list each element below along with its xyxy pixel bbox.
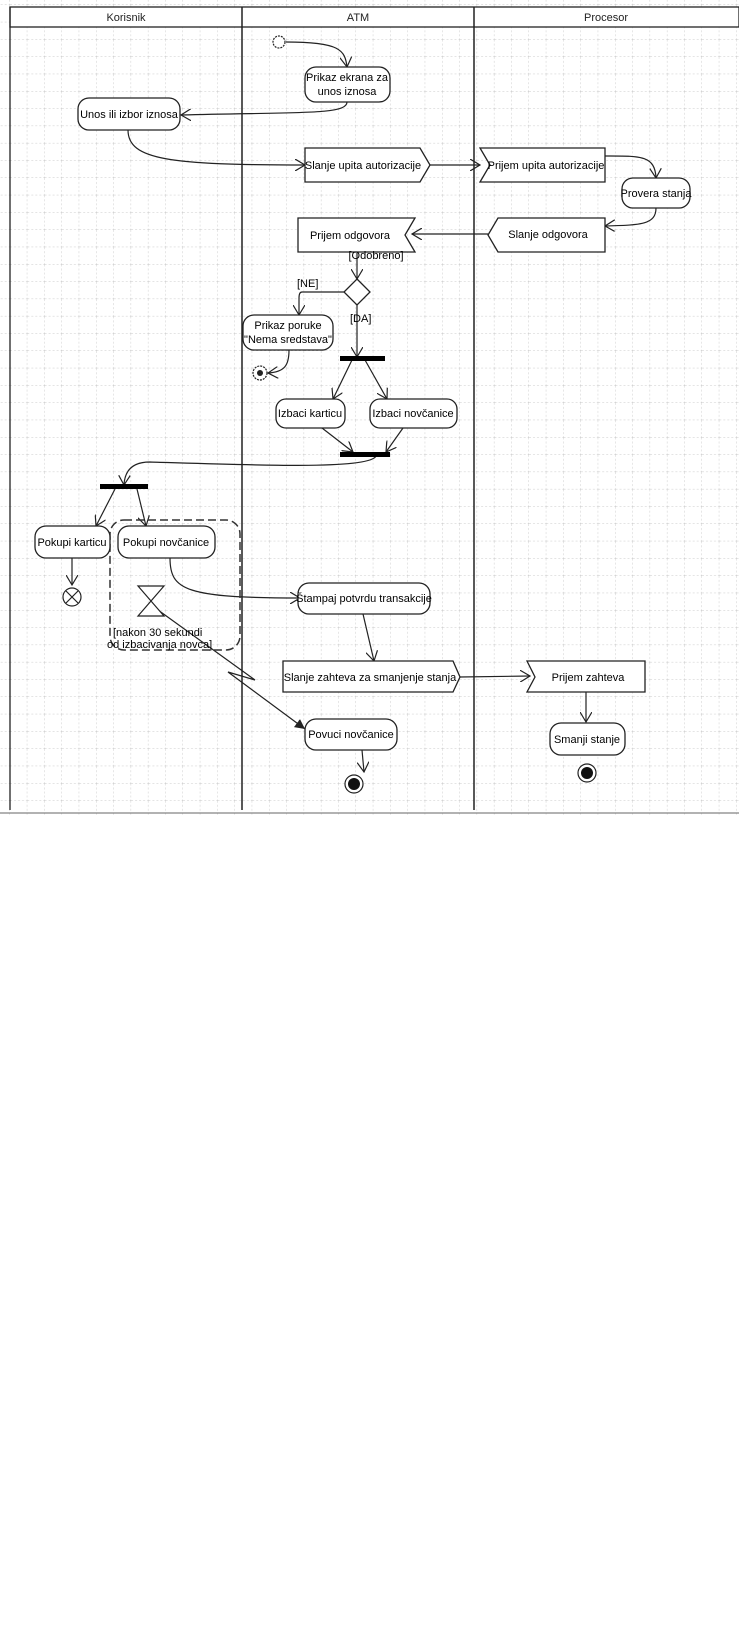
action-pokupi-karticu[interactable]: Pokupi karticu bbox=[34, 525, 111, 559]
action-label: Provera stanja bbox=[621, 188, 693, 200]
action-prikaz-ekrana[interactable]: Prikaz ekrana za unos iznosa bbox=[304, 66, 391, 103]
lane-atm-header: ATM bbox=[347, 12, 369, 24]
action-label: "Nema sredstava" bbox=[244, 334, 332, 346]
send-signal-slanje-odgovora[interactable]: Slanje odgovora bbox=[487, 217, 606, 253]
swimlanes: Korisnik ATM Procesor bbox=[9, 6, 739, 810]
action-label: Slanje odgovora bbox=[508, 229, 588, 241]
join-bar-atm[interactable] bbox=[340, 452, 390, 457]
receive-signal-prijem-odgovora[interactable]: Prijem odgovora bbox=[297, 217, 417, 253]
action-label: Pokupi karticu bbox=[37, 537, 106, 549]
action-label: unos iznosa bbox=[318, 86, 378, 98]
fork-bar-korisnik[interactable] bbox=[100, 484, 148, 489]
action-label: Unos ili izbor iznosa bbox=[80, 109, 179, 121]
action-stampaj-potvrdu[interactable]: Štampaj potvrdu transakcije bbox=[296, 582, 432, 615]
edges bbox=[72, 41, 656, 772]
action-label: Prijem zahteva bbox=[552, 672, 626, 684]
action-label: Smanji stanje bbox=[554, 734, 620, 746]
timeout-label: od izbacivanja novca] bbox=[107, 639, 212, 651]
action-label: Štampaj potvrdu transakcije bbox=[296, 592, 432, 605]
start-node[interactable] bbox=[272, 35, 286, 49]
action-label: Izbaci novčanice bbox=[372, 408, 453, 420]
decision-node[interactable] bbox=[343, 278, 371, 306]
interruptible-region[interactable] bbox=[109, 519, 241, 651]
activity-final-node-ne[interactable] bbox=[252, 365, 268, 381]
activity-final-node-atm[interactable] bbox=[344, 774, 364, 794]
guard-ne: [NE] bbox=[297, 278, 318, 290]
action-label: Prijem upita autorizacije bbox=[488, 160, 605, 172]
timeout-label: [nakon 30 sekundi bbox=[113, 627, 202, 639]
send-signal-slanje-zahteva[interactable]: Slanje zahteva za smanjenje stanja bbox=[282, 660, 461, 693]
action-izbaci-novcanice[interactable]: Izbaci novčanice bbox=[369, 398, 458, 429]
action-unos-iznosa[interactable]: Unos ili izbor iznosa bbox=[77, 97, 181, 131]
action-label: Pokupi novčanice bbox=[123, 537, 209, 549]
guard-da: [DA] bbox=[350, 313, 371, 325]
action-label: Izbaci karticu bbox=[278, 408, 342, 420]
action-label: Prikaz ekrana za bbox=[306, 72, 389, 84]
action-povuci-novcanice[interactable]: Povuci novčanice bbox=[304, 718, 398, 751]
send-signal-slanje-upita[interactable]: Slanje upita autorizacije bbox=[304, 147, 431, 183]
flow-final-node[interactable] bbox=[62, 587, 82, 607]
fork-bar-atm[interactable] bbox=[340, 356, 385, 361]
activity-final-node-procesor[interactable] bbox=[577, 763, 597, 783]
lane-procesor-header: Procesor bbox=[584, 12, 628, 24]
guard-odobreno: [Odobreno] bbox=[348, 250, 403, 262]
action-prikaz-poruke[interactable]: Prikaz poruke "Nema sredstava" bbox=[242, 314, 334, 351]
action-pokupi-novcanice[interactable]: Pokupi novčanice bbox=[117, 525, 216, 559]
action-provera-stanja[interactable]: Provera stanja bbox=[621, 177, 693, 209]
lane-korisnik-header: Korisnik bbox=[106, 12, 146, 24]
action-label: Prikaz poruke bbox=[254, 320, 321, 332]
action-label: Slanje upita autorizacije bbox=[305, 160, 421, 172]
action-label: Prijem odgovora bbox=[310, 230, 391, 242]
receive-signal-prijem-upita[interactable]: Prijem upita autorizacije bbox=[478, 147, 606, 183]
action-label: Slanje zahteva za smanjenje stanja bbox=[284, 672, 457, 684]
receive-signal-prijem-zahteva[interactable]: Prijem zahteva bbox=[525, 660, 646, 693]
action-smanji-stanje[interactable]: Smanji stanje bbox=[549, 722, 626, 756]
action-izbaci-karticu[interactable]: Izbaci karticu bbox=[275, 398, 346, 429]
hourglass-time-event-icon[interactable] bbox=[136, 585, 166, 617]
action-label: Povuci novčanice bbox=[308, 729, 394, 741]
